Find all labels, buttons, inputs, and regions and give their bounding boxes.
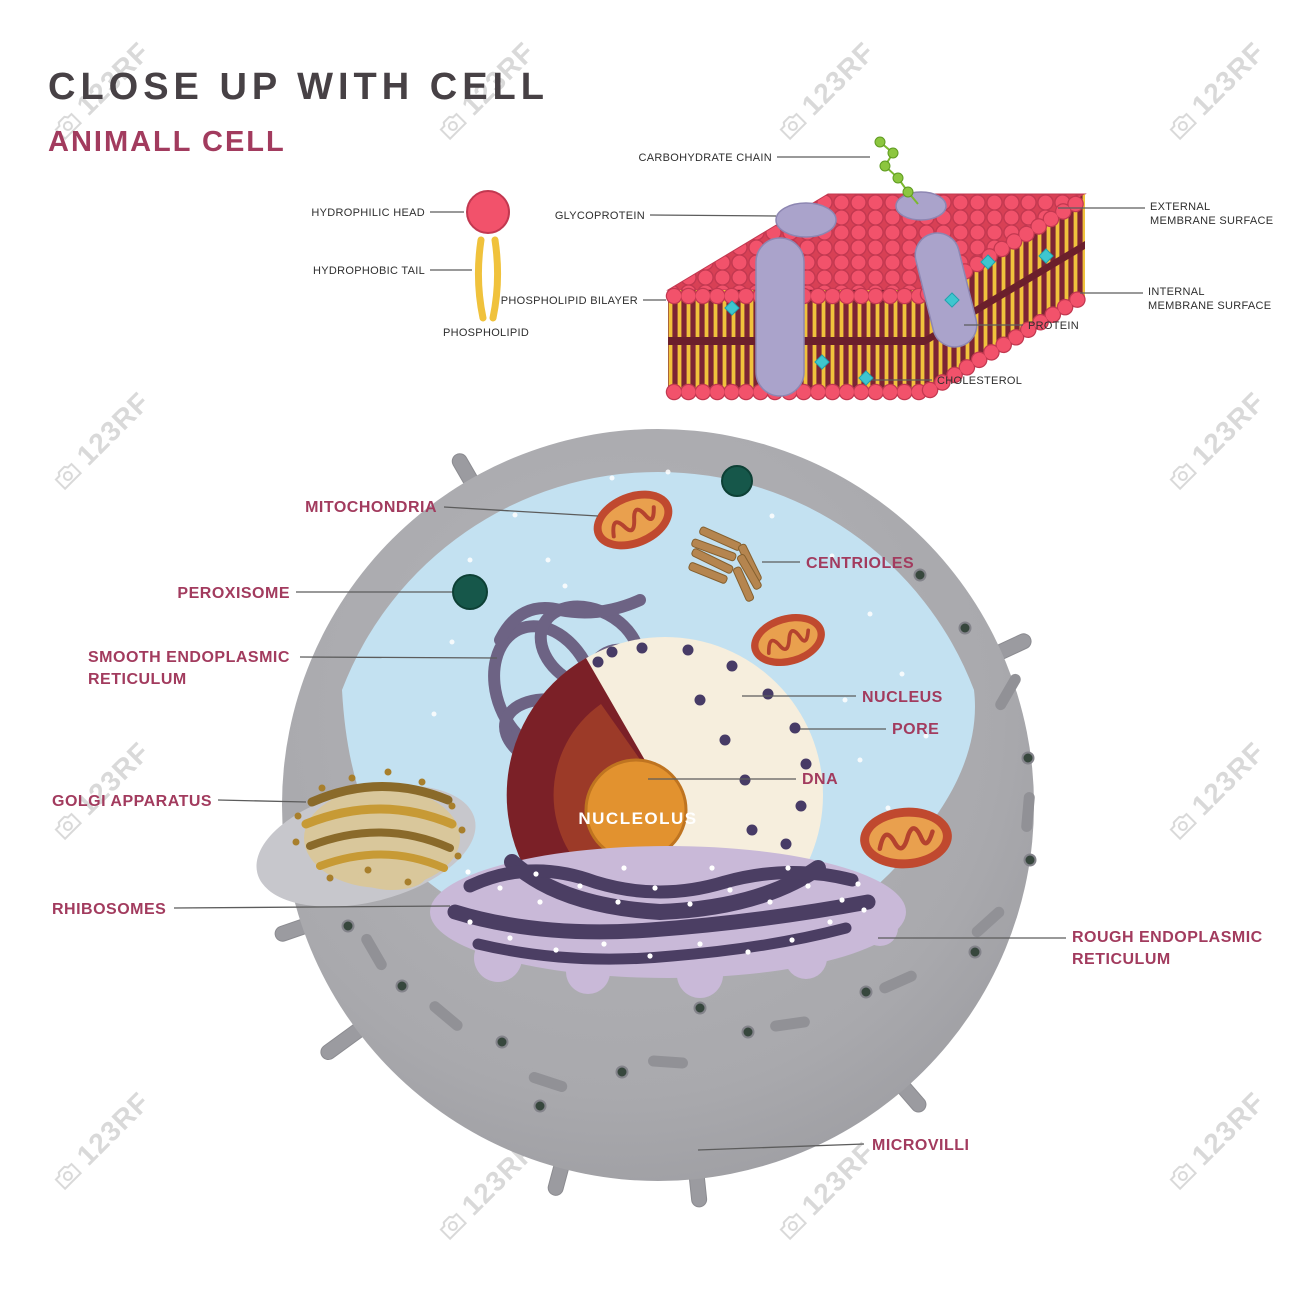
- label-dna: DNA: [802, 771, 838, 788]
- peroxisome-shape: [721, 465, 753, 497]
- label-peroxisome: PEROXISOME: [177, 585, 290, 602]
- rhibosomes-leader-line: [173, 905, 451, 909]
- label-protein: PROTEIN: [1028, 320, 1079, 332]
- label-golgi-apparatus: GOLGI APPARATUS: [52, 793, 212, 810]
- label-glycoprotein: GLYCOPROTEIN: [555, 210, 645, 222]
- label-hydrophobic-tail: HYDROPHOBIC TAIL: [313, 265, 425, 277]
- label-smooth-er-line2: RETICULUM: [88, 671, 187, 688]
- label-internal-surface-line2: MEMBRANE SURFACE: [1148, 300, 1271, 312]
- centrioles-shape: [688, 526, 762, 602]
- page-subtitle: ANIMALL CELL: [48, 126, 286, 158]
- page-title: CLOSE UP WITH CELL: [48, 66, 549, 108]
- label-centrioles: CENTRIOLES: [806, 555, 914, 572]
- label-rhibosomes: RHIBOSOMES: [52, 901, 166, 918]
- label-mitochondria: MITOCHONDRIA: [305, 499, 437, 516]
- protein-shape: [755, 237, 805, 397]
- rough-endoplasmic-reticulum: [430, 846, 906, 998]
- mitochondrion: [751, 613, 825, 667]
- label-pore: PORE: [892, 721, 939, 738]
- mitochondrion: [593, 490, 673, 550]
- hydrophobic-tail-shape: [474, 236, 487, 322]
- glycoprotein-shape: [775, 202, 837, 238]
- label-phospholipid: PHOSPHOLIPID: [443, 327, 529, 339]
- label-microvilli: MICROVILLI: [872, 1137, 969, 1154]
- membrane-leader-lines: [643, 156, 1145, 381]
- smooth-er-leader-line: [299, 656, 498, 659]
- peroxisome-shape: [452, 574, 488, 610]
- glycoprotein-leader-line: [649, 214, 777, 217]
- microvilli-leader-line: [697, 1143, 865, 1151]
- protein-shape: [914, 232, 978, 348]
- cholesterol-shapes: [724, 248, 1054, 386]
- carbohydrate-chain-shape: [874, 136, 919, 205]
- label-rough-er-line2: RETICULUM: [1072, 951, 1171, 968]
- protein-shape: [895, 191, 947, 221]
- surface-dots: [341, 568, 1037, 1113]
- membrane-proteins: [755, 191, 978, 397]
- label-phospholipid-bilayer: PHOSPHOLIPID BILAYER: [501, 295, 638, 307]
- label-external-surface-line1: EXTERNAL: [1150, 201, 1210, 213]
- ribosome-dots: [465, 865, 867, 959]
- label-external-surface-line2: MEMBRANE SURFACE: [1150, 215, 1273, 227]
- label-rough-er-line1: ROUGH ENDOPLASMIC: [1072, 929, 1263, 946]
- label-hydrophilic-head: HYDROPHILIC HEAD: [311, 207, 425, 219]
- cytoplasm-specks: [431, 469, 929, 811]
- hydrophilic-head-shape: [466, 190, 510, 234]
- label-carbohydrate-chain: CARBOHYDRATE CHAIN: [638, 152, 772, 164]
- label-cholesterol: CHOLESTEROL: [937, 375, 1022, 387]
- hydrophobic-tail-shape: [489, 236, 502, 322]
- label-smooth-er-line1: SMOOTH ENDOPLASMIC: [88, 649, 290, 666]
- phospholipid-diagram: HYDROPHILIC HEAD HYDROPHOBIC TAIL PHOSPH…: [311, 190, 529, 339]
- label-nucleolus: NUCLEOLUS: [578, 809, 697, 828]
- cell-leader-lines: [173, 506, 1066, 1151]
- label-internal-surface-line1: INTERNAL: [1148, 286, 1205, 298]
- mitochondria-leader-line: [443, 506, 599, 517]
- membrane-diagram: CARBOHYDRATE CHAIN GLYCOPROTEIN PHOSPHOL…: [501, 136, 1273, 401]
- golgi-leader-line: [217, 799, 307, 803]
- surface-ridges: [361, 673, 1035, 1092]
- mitochondrion: [860, 807, 952, 869]
- cell-cutaway: MITOCHONDRIA CENTRIOLES PEROXISOME SMOOT…: [52, 429, 1263, 1208]
- label-nucleus: NUCLEUS: [862, 689, 943, 706]
- golgi-apparatus-shape: [292, 768, 466, 890]
